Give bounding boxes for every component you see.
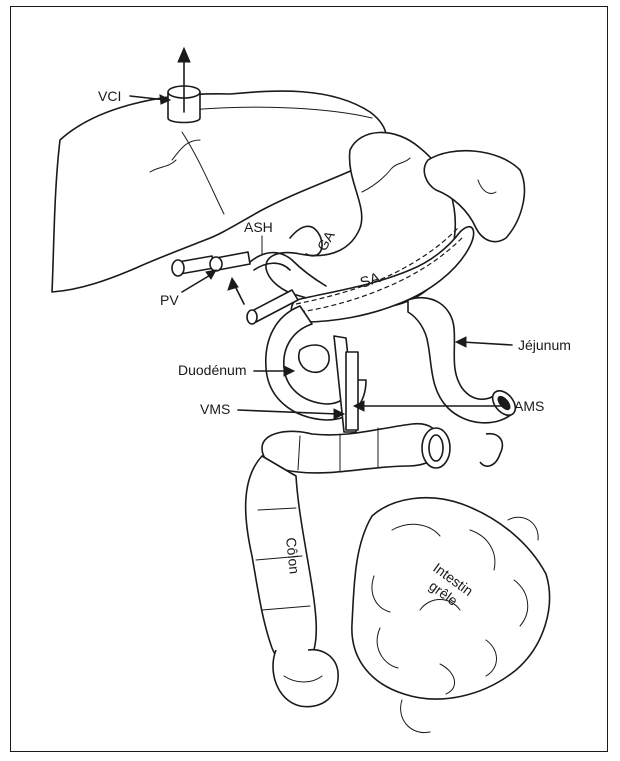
label-duodenum: Duodénum [178, 362, 247, 378]
small-intestine [352, 498, 550, 733]
ascending-colon [246, 456, 339, 707]
label-ash: ASH [244, 219, 273, 235]
label-vms: VMS [200, 401, 230, 417]
label-jejunum: Jéjunum [518, 337, 571, 353]
label-pv: PV [160, 292, 179, 308]
jejunum [408, 298, 520, 423]
inferior-vena-cava [168, 48, 200, 123]
label-vci: VCI [98, 88, 121, 104]
transverse-colon [262, 424, 502, 473]
label-ams: AMS [514, 398, 544, 414]
